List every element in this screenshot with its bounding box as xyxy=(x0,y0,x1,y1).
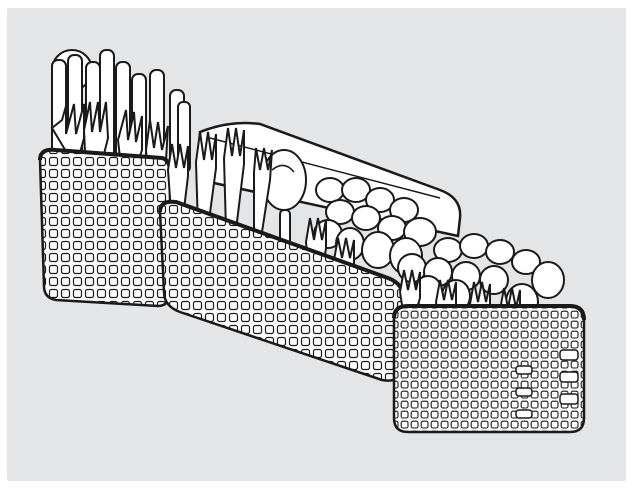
teaspoon xyxy=(361,231,395,269)
teaspoon xyxy=(485,239,515,265)
fork xyxy=(222,127,245,231)
teaspoon xyxy=(365,187,395,213)
middle-basket xyxy=(158,121,462,382)
right-basket xyxy=(392,233,586,434)
teaspoon xyxy=(531,261,565,299)
teaspoon xyxy=(351,205,381,231)
basket-body xyxy=(38,148,172,308)
fork xyxy=(253,147,273,233)
basket-body xyxy=(392,304,586,434)
teaspoon xyxy=(315,177,345,203)
basket-clips xyxy=(515,349,579,419)
left-basket xyxy=(38,49,191,308)
teaspoon xyxy=(511,249,541,275)
teaspoon xyxy=(341,177,371,203)
basket-rim xyxy=(392,304,586,321)
teaspoon xyxy=(459,233,489,259)
teaspoon xyxy=(479,265,509,295)
